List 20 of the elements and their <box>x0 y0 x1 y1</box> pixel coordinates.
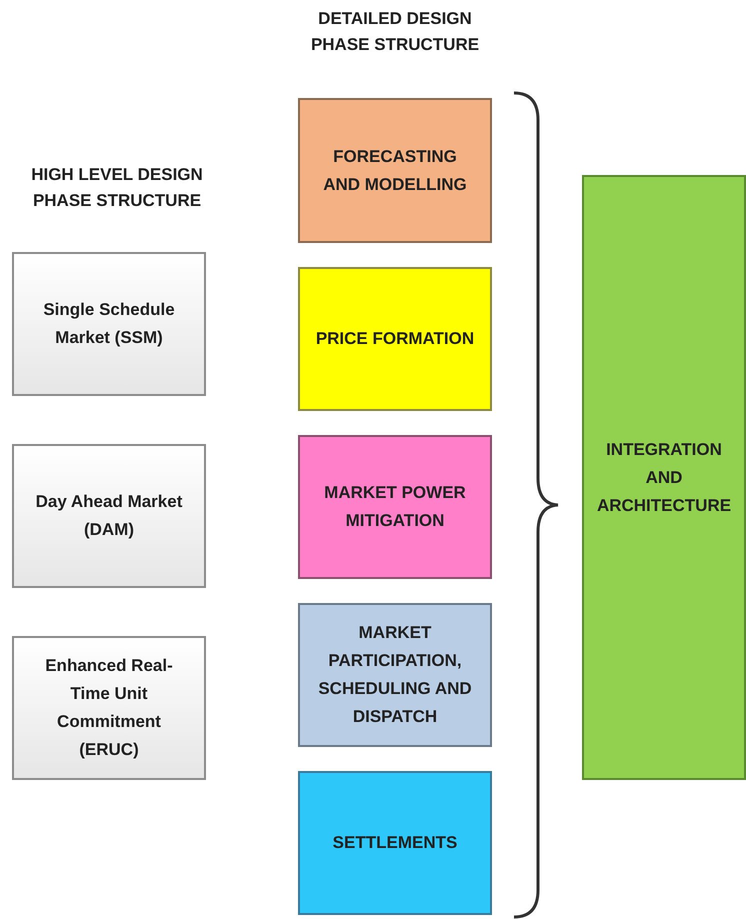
process-box <box>298 603 492 747</box>
process-box <box>298 267 492 411</box>
process-box <box>298 771 492 915</box>
node-text: Single Schedule Market (SSM) <box>42 299 176 349</box>
node-text: MARKET PARTICIPATION, SCHEDULING AND DISPATCH <box>317 622 473 728</box>
process-box <box>582 175 746 780</box>
node-text: Day Ahead Market (DAM) <box>34 491 184 541</box>
node-text: PRICE FORMATION <box>316 328 474 350</box>
node-text: Enhanced Real-Time Unit Commitment (ERUC) <box>44 655 174 761</box>
node-text: SETTLEMENTS <box>332 832 458 854</box>
process-box <box>12 636 206 780</box>
column-heading: DETAILED DESIGN PHASE STRUCTURE <box>310 8 480 56</box>
node-text: MARKET POWER MITIGATION <box>323 482 467 532</box>
process-box <box>12 444 206 588</box>
process-box <box>298 435 492 579</box>
process-box <box>298 98 492 243</box>
node-text: INTEGRATION AND ARCHITECTURE <box>596 438 732 516</box>
process-box <box>12 252 206 396</box>
node-text: FORECASTING AND MODELLING <box>322 146 468 196</box>
column-heading: HIGH LEVEL DESIGN PHASE STRUCTURE <box>30 164 204 212</box>
